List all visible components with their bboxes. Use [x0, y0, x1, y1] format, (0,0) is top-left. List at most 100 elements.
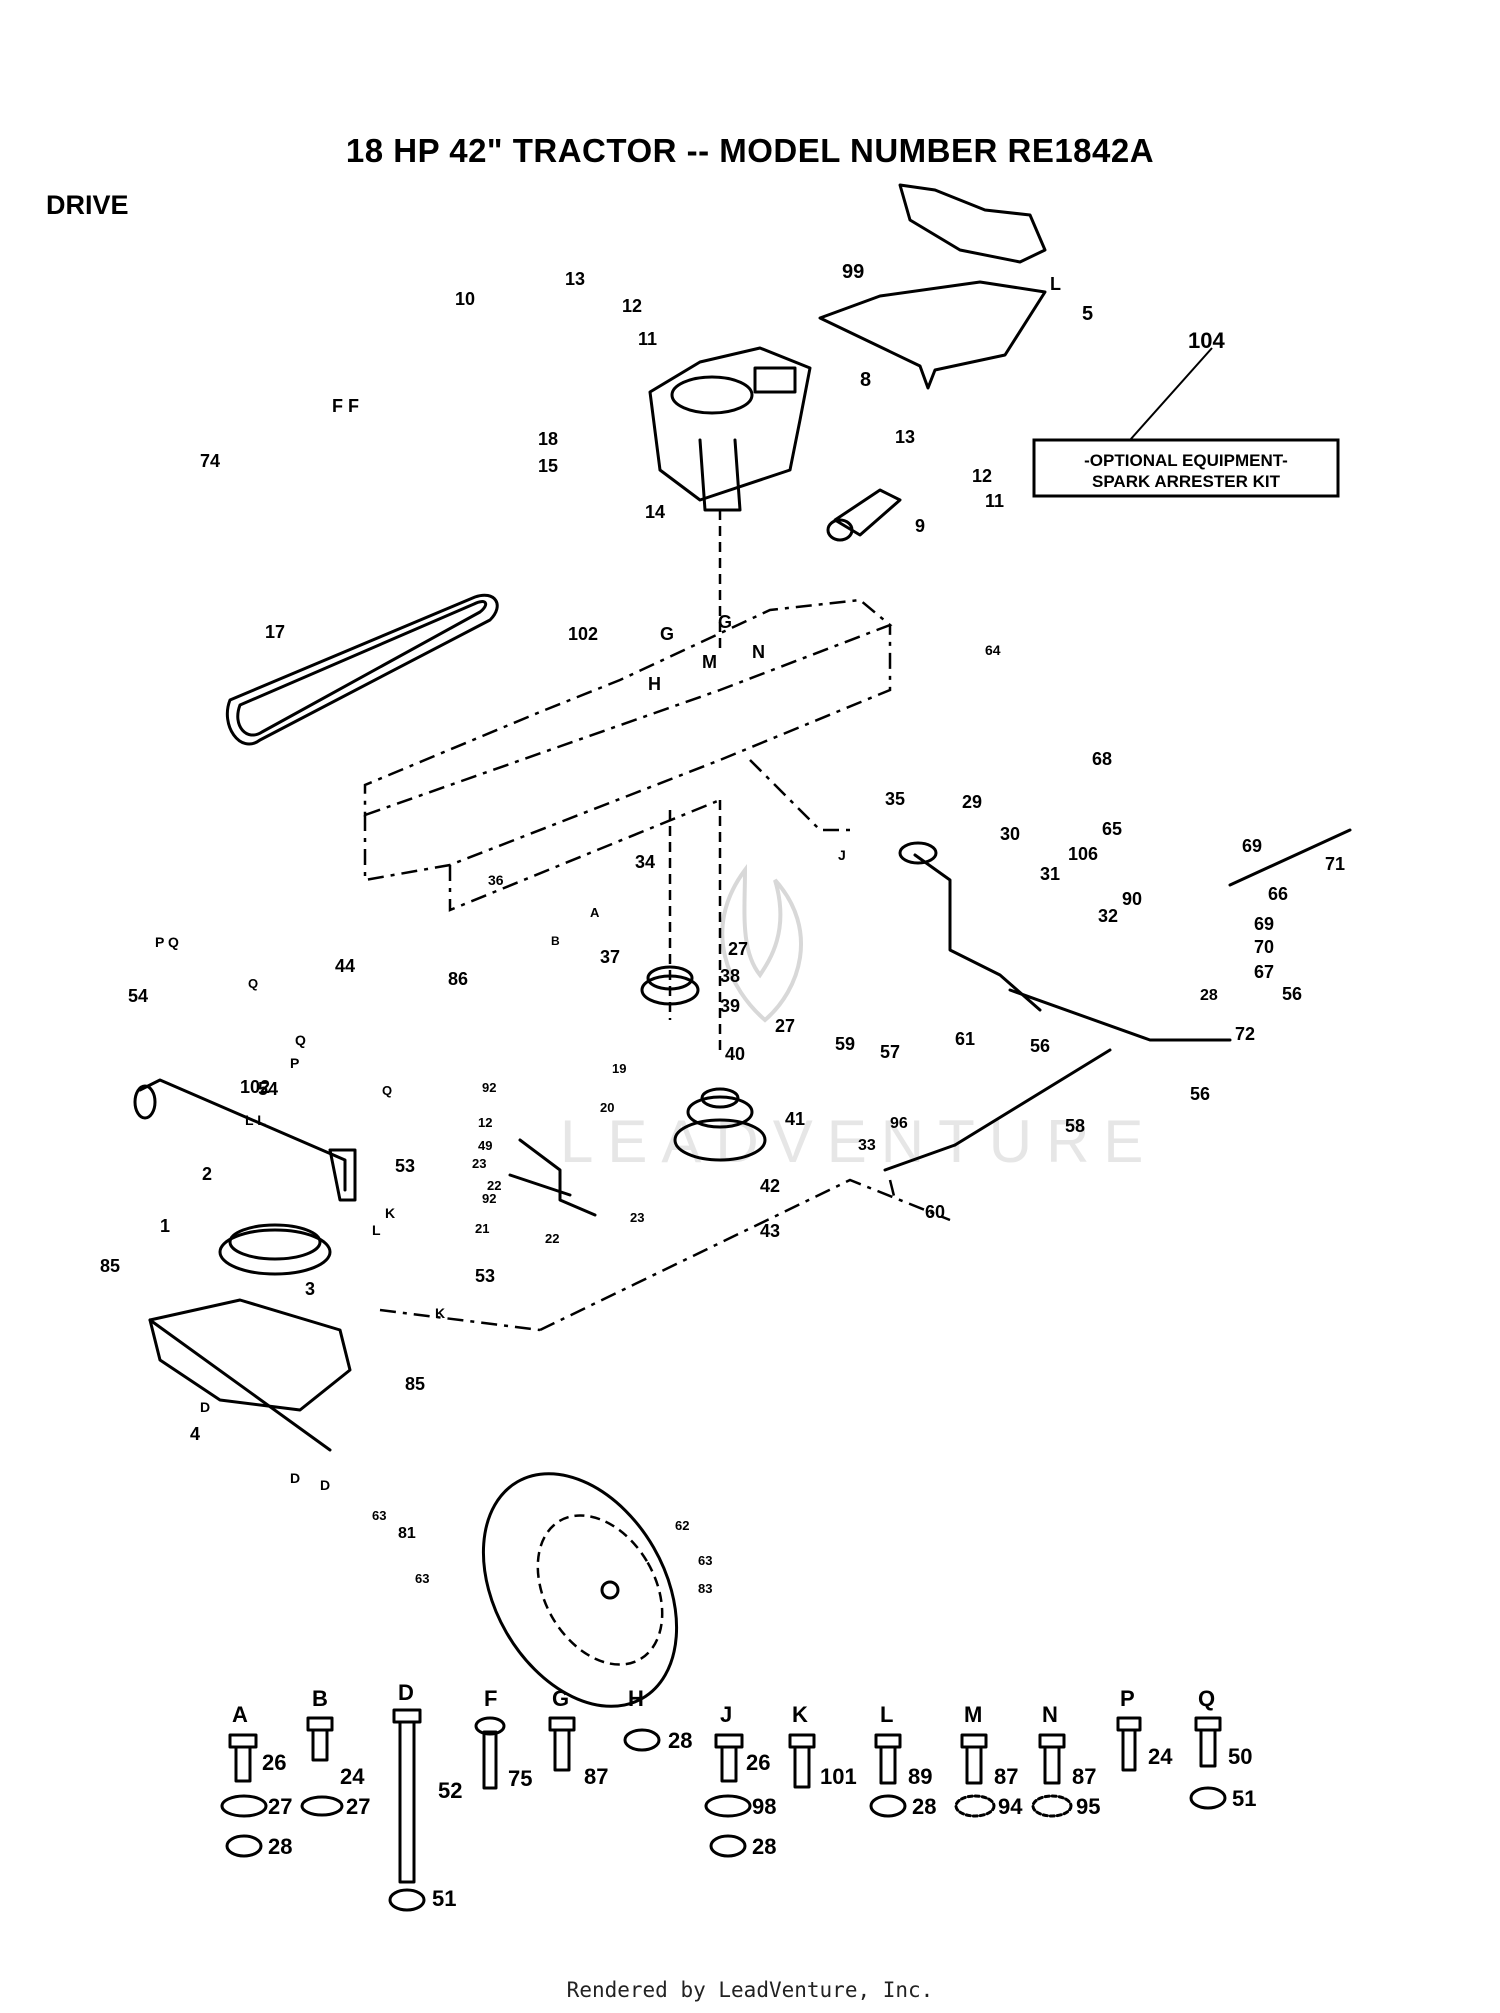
callout-96: 96 [890, 1115, 908, 1132]
callout-27b: 27 [775, 1016, 795, 1036]
callout-60: 60 [925, 1202, 945, 1222]
pulley-part-41 [673, 1087, 767, 1162]
legend-letter-G: G [552, 1686, 569, 1711]
callout-D2: D [290, 1470, 300, 1486]
legend-letter-B: B [312, 1686, 328, 1711]
legend-N-part-2: 95 [1076, 1794, 1100, 1819]
legend-letter-N: N [1042, 1702, 1058, 1727]
callout-72: 72 [1235, 1024, 1255, 1044]
legend-letter-K: K [792, 1702, 808, 1727]
callout-81: 81 [398, 1525, 416, 1542]
legend-J-part-2: 98 [752, 1794, 776, 1819]
callout-28: 28 [1200, 987, 1218, 1004]
engine-part-8 [648, 346, 812, 650]
callout-63c: 63 [698, 1553, 712, 1568]
callout-J: J [838, 847, 846, 863]
legend-letter-D: D [398, 1680, 414, 1705]
muffler-part-9 [826, 488, 902, 542]
callout-Q1: Q [248, 976, 258, 991]
callout-54a: 54 [128, 986, 148, 1006]
shield-part-99 [898, 183, 1047, 264]
legend-letter-Q: Q [1198, 1686, 1215, 1711]
callout-17: 17 [265, 622, 285, 642]
callout-FF: F F [332, 396, 359, 416]
callout-22a: 22 [487, 1178, 501, 1193]
callout-8: 8 [860, 369, 871, 391]
callout-85a: 85 [100, 1256, 120, 1276]
transaxle-part-4 [148, 1298, 352, 1452]
callout-23b: 23 [630, 1210, 644, 1225]
callout-39: 39 [720, 996, 740, 1016]
legend-L-part-2: 28 [912, 1794, 936, 1819]
legend-D-part-1: 52 [438, 1778, 462, 1803]
callout-102b: 102 [240, 1077, 270, 1097]
callout-69b: 69 [1254, 914, 1274, 934]
callout-36: 36 [488, 872, 504, 888]
frame [363, 598, 893, 912]
callout-29: 29 [962, 792, 982, 812]
callout-99: 99 [842, 261, 864, 283]
bracket-part-53 [133, 1078, 357, 1202]
legend-letter-P: P [1120, 1686, 1135, 1711]
callout-12c: 12 [478, 1115, 492, 1130]
callout-41: 41 [785, 1109, 805, 1129]
callout-92b: 92 [482, 1191, 496, 1206]
legend-P-part-1: 24 [1148, 1744, 1173, 1769]
callout-23a: 23 [472, 1156, 486, 1171]
legend-letter-M: M [964, 1702, 982, 1727]
callout-106: 106 [1068, 844, 1098, 864]
callout-31: 31 [1040, 864, 1060, 884]
callout-G1: G [660, 624, 674, 644]
callout-63a: 63 [372, 1508, 386, 1523]
callout-B: B [551, 934, 560, 948]
callout-4: 4 [190, 1424, 200, 1444]
callout-Q3: Q [382, 1083, 392, 1098]
pulley-part-1 [218, 1223, 332, 1276]
callout-56b: 56 [1030, 1036, 1050, 1056]
callout-54b: 54 [258, 1079, 278, 1099]
callout-43: 43 [760, 1221, 780, 1241]
callout-32: 32 [1098, 906, 1118, 926]
rod-part-58 [883, 1048, 1112, 1172]
idler-arm [508, 1138, 597, 1217]
legend-G-part-1: 87 [584, 1764, 608, 1789]
callout-PQ: P Q [155, 934, 179, 950]
pulley-part-39 [640, 965, 700, 1006]
legend-B-part-1: 24 [340, 1764, 365, 1789]
callout-H: H [648, 674, 661, 694]
callout-70: 70 [1254, 937, 1274, 957]
callout-21: 21 [475, 1221, 489, 1236]
callout-42: 42 [760, 1176, 780, 1196]
callout-12: 12 [622, 296, 642, 316]
callout-56a: 56 [1282, 984, 1302, 1004]
callout-69: 69 [1242, 836, 1262, 856]
callout-67: 67 [1254, 962, 1274, 982]
callout-74: 74 [200, 451, 220, 471]
legend-letter-J: J [720, 1702, 732, 1727]
callout-11b: 11 [985, 491, 1004, 511]
callout-37: 37 [600, 947, 620, 967]
callout-K1: K [385, 1205, 395, 1221]
callout-64: 64 [985, 642, 1001, 658]
callout-labels: 99 5 L 13 12 10 11 8 F F 74 18 15 14 13 … [100, 261, 1345, 1596]
callout-63b: 63 [415, 1571, 429, 1586]
legend-M-part-2: 94 [998, 1794, 1023, 1819]
callout-M: M [702, 652, 717, 672]
optional-box-line1: -OPTIONAL EQUIPMENT- [1084, 451, 1288, 470]
callout-14: 14 [645, 502, 665, 522]
callout-D1: D [200, 1399, 210, 1415]
callout-13b: 13 [895, 427, 915, 447]
callout-L3: L [372, 1222, 381, 1238]
callout-L: L [1050, 274, 1061, 294]
callout-G2: G [718, 612, 732, 632]
legend-A-part-1: 26 [262, 1750, 286, 1775]
legend-B-part-2: 27 [346, 1794, 370, 1819]
callout-A: A [590, 905, 600, 920]
callout-58: 58 [1065, 1116, 1085, 1136]
legend-letter-F: F [484, 1686, 497, 1711]
callout-34: 34 [635, 852, 655, 872]
callout-18: 18 [538, 429, 558, 449]
callout-30: 30 [1000, 824, 1020, 844]
callout-62: 62 [675, 1518, 689, 1533]
callout-12b: 12 [972, 466, 992, 486]
